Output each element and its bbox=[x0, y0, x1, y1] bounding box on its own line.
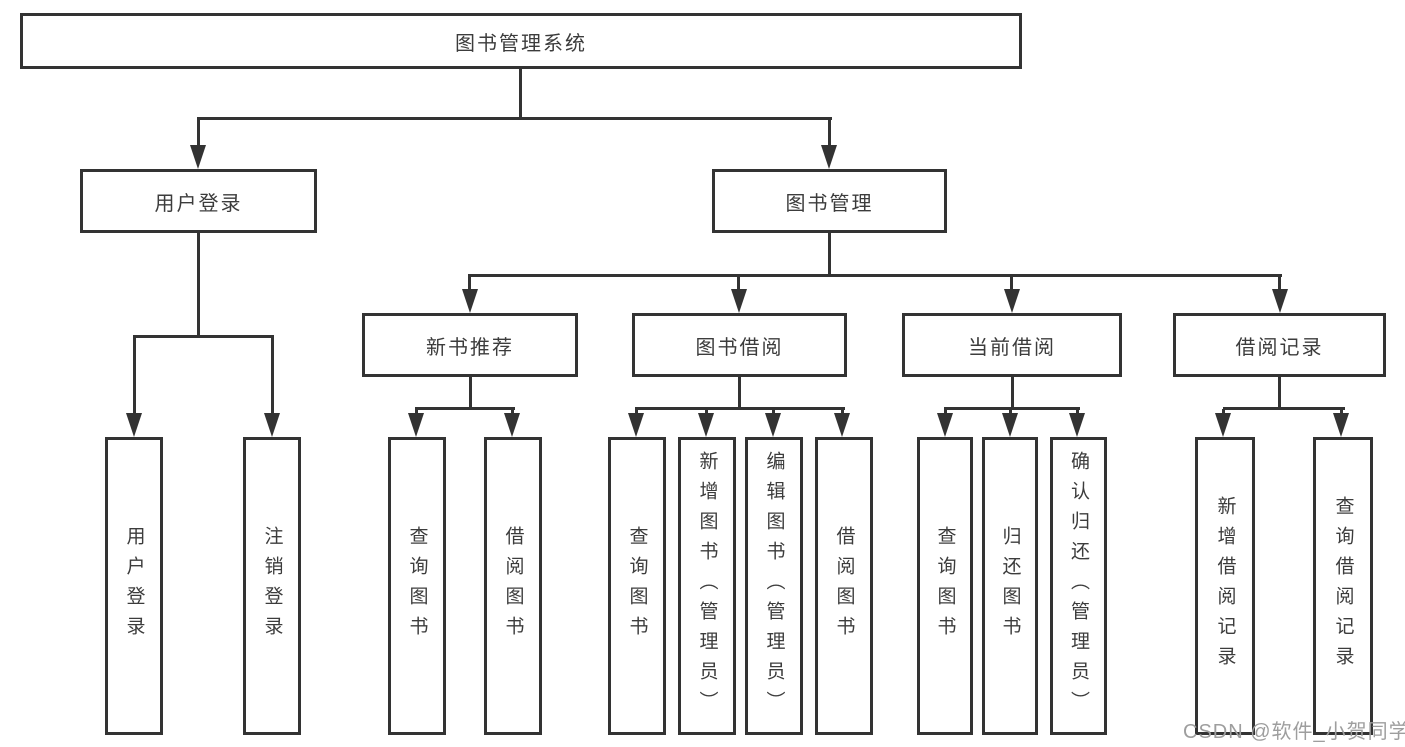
arrowhead-down-icon bbox=[698, 413, 714, 437]
node-label: 图书管理 bbox=[785, 192, 874, 215]
arrowhead-down-icon bbox=[1069, 413, 1085, 437]
connector-stem bbox=[841, 409, 844, 415]
connector-root-vertical bbox=[519, 67, 522, 119]
connector-stem bbox=[1009, 409, 1012, 415]
node-query-books-current: 查询图书 bbox=[917, 437, 973, 735]
node-edit-book-admin: 编辑图书（管理员） bbox=[745, 437, 803, 735]
arrowhead-down-icon bbox=[1002, 413, 1018, 437]
connector-new-book-horizontal bbox=[415, 407, 515, 410]
node-user-login-leaf: 用户登录 bbox=[105, 437, 163, 735]
node-return-book: 归还图书 bbox=[982, 437, 1038, 735]
connector-stem bbox=[772, 409, 775, 415]
node-label: 查询图书 bbox=[626, 526, 648, 646]
arrowhead-down-icon bbox=[628, 413, 644, 437]
connector-user-login-horizontal bbox=[133, 335, 274, 338]
node-new-book-recommendation: 新书推荐 bbox=[362, 313, 578, 377]
connector-current-borrowing-vertical bbox=[1011, 375, 1014, 409]
arrowhead-down-icon bbox=[821, 145, 837, 169]
connector-stem bbox=[468, 277, 471, 291]
connector-borrowing-records-horizontal bbox=[1223, 407, 1345, 410]
connector-book-borrowing-horizontal bbox=[635, 407, 845, 410]
arrowhead-down-icon bbox=[1272, 289, 1288, 313]
connector-current-borrowing-horizontal bbox=[944, 407, 1080, 410]
node-user-login: 用户登录 bbox=[80, 169, 317, 233]
node-borrow-books-new: 借阅图书 bbox=[484, 437, 542, 735]
connector-stem bbox=[635, 409, 638, 415]
node-label: 当前借阅 bbox=[968, 336, 1056, 359]
node-book-management: 图书管理 bbox=[712, 169, 947, 233]
node-label: 图书管理系统 bbox=[455, 32, 587, 55]
node-label: 新增图书（管理员） bbox=[696, 451, 718, 721]
csdn-watermark: CSDN @软件_小贺同学 bbox=[1183, 721, 1405, 743]
node-label: 查询图书 bbox=[934, 526, 956, 646]
node-label: 确认归还（管理员） bbox=[1068, 451, 1089, 721]
connector-stem bbox=[1340, 409, 1343, 415]
node-add-borrow-record: 新增借阅记录 bbox=[1195, 437, 1255, 735]
connector-stem bbox=[1222, 409, 1225, 415]
connector-book-management-vertical bbox=[828, 231, 831, 277]
arrowhead-down-icon bbox=[731, 289, 747, 313]
arrowhead-down-icon bbox=[937, 413, 953, 437]
node-book-borrowing: 图书借阅 bbox=[632, 313, 847, 377]
node-query-books-borrow: 查询图书 bbox=[608, 437, 666, 735]
node-label: 查询借阅记录 bbox=[1332, 496, 1354, 676]
node-label: 借阅记录 bbox=[1235, 336, 1324, 359]
node-label: 图书借阅 bbox=[695, 336, 784, 359]
connector-stem bbox=[197, 119, 200, 146]
node-borrow-books: 借阅图书 bbox=[815, 437, 873, 735]
node-add-book-admin: 新增图书（管理员） bbox=[678, 437, 736, 735]
connector-root-horizontal bbox=[197, 117, 832, 120]
arrowhead-down-icon bbox=[1333, 413, 1349, 437]
connector-stem bbox=[1278, 277, 1281, 291]
connector-new-book-vertical bbox=[469, 375, 472, 409]
connector-book-management-horizontal bbox=[468, 274, 1282, 277]
connector-stem bbox=[828, 119, 831, 146]
arrowhead-down-icon bbox=[126, 413, 142, 437]
node-confirm-return-admin: 确认归还（管理员） bbox=[1050, 437, 1107, 735]
node-label: 编辑图书（管理员） bbox=[763, 451, 785, 721]
node-logout: 注销登录 bbox=[243, 437, 301, 735]
node-query-books-new: 查询图书 bbox=[388, 437, 446, 735]
arrowhead-down-icon bbox=[1215, 413, 1231, 437]
node-book-management-system: 图书管理系统 bbox=[20, 13, 1022, 69]
connector-stem bbox=[133, 337, 136, 414]
connector-user-login-vertical bbox=[197, 231, 200, 337]
connector-stem bbox=[415, 409, 418, 415]
node-label: 归还图书 bbox=[999, 526, 1021, 646]
connector-stem bbox=[1010, 277, 1013, 291]
arrowhead-down-icon bbox=[765, 413, 781, 437]
node-borrowing-records: 借阅记录 bbox=[1173, 313, 1386, 377]
node-label: 新增借阅记录 bbox=[1214, 496, 1236, 676]
arrowhead-down-icon bbox=[504, 413, 520, 437]
arrowhead-down-icon bbox=[264, 413, 280, 437]
connector-stem bbox=[705, 409, 708, 415]
connector-stem bbox=[511, 409, 514, 415]
connector-stem bbox=[737, 277, 740, 291]
node-label: 查询图书 bbox=[406, 526, 428, 646]
arrowhead-down-icon bbox=[1004, 289, 1020, 313]
connector-stem bbox=[1076, 409, 1079, 415]
node-label: 注销登录 bbox=[261, 526, 283, 646]
connector-book-borrowing-vertical bbox=[738, 375, 741, 409]
connector-borrowing-records-vertical bbox=[1278, 375, 1281, 409]
node-label: 用户登录 bbox=[123, 526, 145, 646]
connector-stem bbox=[271, 337, 274, 414]
arrowhead-down-icon bbox=[834, 413, 850, 437]
connector-stem bbox=[944, 409, 947, 415]
node-current-borrowing: 当前借阅 bbox=[902, 313, 1122, 377]
node-query-borrow-record: 查询借阅记录 bbox=[1313, 437, 1373, 735]
node-label: 借阅图书 bbox=[502, 526, 524, 646]
node-label: 新书推荐 bbox=[426, 336, 514, 359]
arrowhead-down-icon bbox=[190, 145, 206, 169]
arrowhead-down-icon bbox=[408, 413, 424, 437]
arrowhead-down-icon bbox=[462, 289, 478, 313]
node-label: 用户登录 bbox=[154, 192, 243, 215]
node-label: 借阅图书 bbox=[833, 526, 855, 646]
